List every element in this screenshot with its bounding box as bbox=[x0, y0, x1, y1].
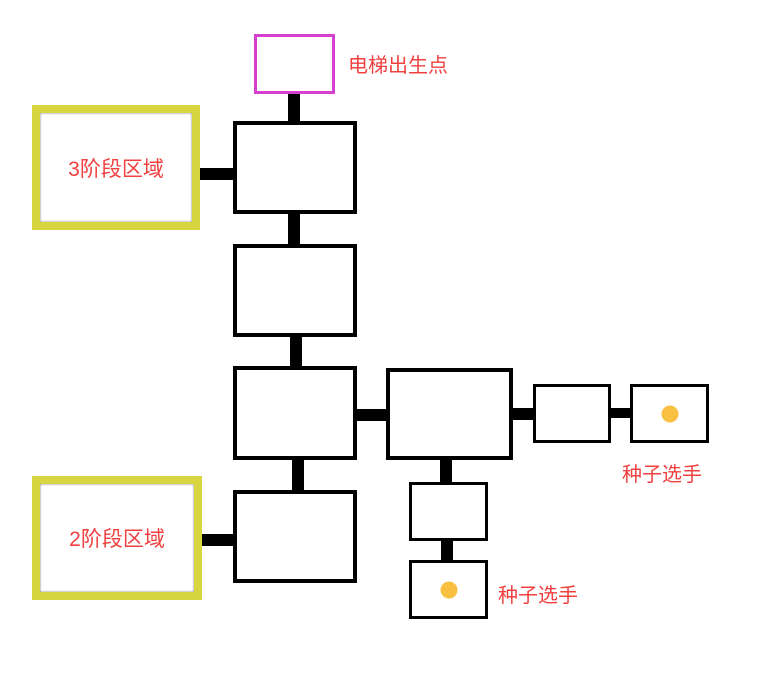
connector-room3-room4 bbox=[292, 458, 304, 492]
seed-label-bottom: 种子选手 bbox=[498, 585, 578, 607]
stage2-label: 2阶段区域 bbox=[69, 528, 165, 551]
room-3 bbox=[233, 366, 357, 460]
connector-room5-room7 bbox=[440, 458, 452, 484]
elevator-spawn-label: 电梯出生点 bbox=[348, 55, 448, 77]
room-2 bbox=[233, 244, 357, 337]
seed-player-dot bbox=[661, 405, 678, 422]
connector-room6-seed1 bbox=[609, 408, 632, 418]
room-5 bbox=[386, 368, 513, 460]
connector-room2-room3 bbox=[290, 335, 302, 368]
stage3-label: 3阶段区域 bbox=[68, 157, 164, 181]
connector-spawn-room1 bbox=[288, 92, 300, 123]
room-1 bbox=[233, 121, 357, 214]
connector-stage2-room4 bbox=[200, 534, 235, 546]
room-4 bbox=[233, 490, 357, 583]
elevator-spawn-room bbox=[254, 34, 335, 94]
connector-room3-room5 bbox=[355, 409, 388, 421]
seed-label-right: 种子选手 bbox=[622, 464, 702, 486]
seed-room-bottom bbox=[409, 560, 488, 619]
connector-room5-room6 bbox=[511, 408, 535, 420]
connector-stage3-room1 bbox=[198, 168, 235, 180]
room-6 bbox=[533, 384, 611, 443]
stage3-area: 3阶段区域 bbox=[32, 105, 200, 230]
connector-room1-room2 bbox=[288, 212, 300, 246]
room-7 bbox=[409, 482, 488, 541]
seed-player-dot bbox=[440, 581, 457, 598]
seed-room-right bbox=[630, 384, 709, 443]
stage2-area: 2阶段区域 bbox=[32, 476, 202, 600]
connector-room7-seed2 bbox=[441, 539, 453, 562]
